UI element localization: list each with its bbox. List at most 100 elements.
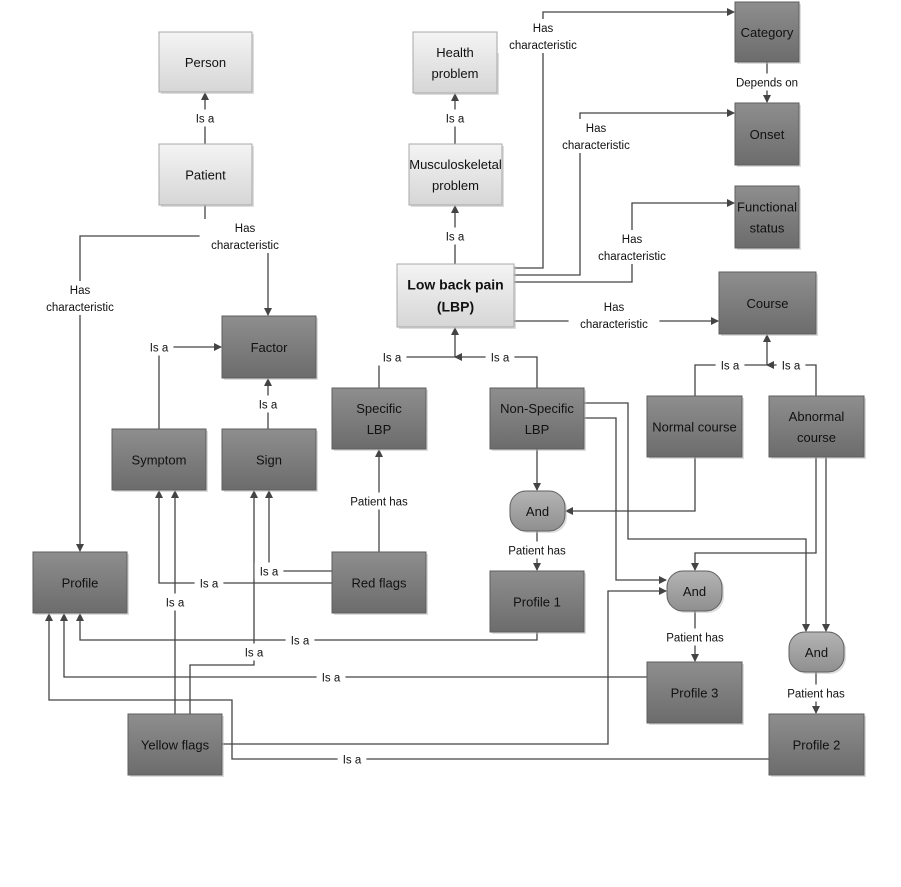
- edge-label-background: [160, 593, 190, 611]
- node-label: Patient: [185, 168, 226, 183]
- node-box: [489, 387, 585, 450]
- edge-symptom-to-factor: [158, 343, 222, 429]
- node-label: Abnormal: [789, 409, 845, 424]
- node-course[interactable]: Course: [718, 271, 818, 336]
- node-category[interactable]: Category: [734, 1, 801, 64]
- node-box: [768, 713, 865, 776]
- edge-label-background: [337, 750, 367, 768]
- node-box: [718, 271, 817, 335]
- edge-label-background: [239, 643, 269, 661]
- edge-label-background: [715, 356, 745, 374]
- edge-yellow-flags-to-and2: [222, 587, 667, 745]
- edge-label-background: [586, 230, 678, 264]
- node-patient[interactable]: Patient: [158, 143, 254, 207]
- node-onset[interactable]: Onset: [734, 102, 801, 167]
- node-box: [127, 713, 223, 776]
- edge-label: Has: [533, 23, 554, 35]
- node-normal-course[interactable]: Normal course: [646, 395, 744, 459]
- edge-red-flags-to-sign: [265, 490, 332, 572]
- node-label: (LBP): [437, 299, 474, 315]
- edge-label: Has: [622, 234, 643, 246]
- edge-red-flags-to-symptom: [155, 490, 332, 584]
- edge-label-background: [658, 628, 732, 646]
- edge-label: characteristic: [46, 302, 114, 314]
- node-person[interactable]: Person: [158, 31, 254, 94]
- node-factor[interactable]: Factor: [221, 315, 318, 380]
- edge-label: characteristic: [211, 240, 279, 252]
- node-lbp[interactable]: Low back pain (LBP): [396, 263, 516, 329]
- node-box: [408, 143, 503, 206]
- node-label: Profile 2: [793, 738, 841, 753]
- edge-label: Is a: [245, 648, 264, 660]
- node-label: Red flags: [352, 576, 407, 591]
- node-label: Profile: [62, 576, 99, 591]
- edge-lbp-to-onset: [514, 109, 735, 276]
- edge-profile2-to-profile: [45, 613, 769, 760]
- node-profile[interactable]: Profile: [32, 551, 129, 615]
- node-profile3[interactable]: Profile 3: [646, 661, 744, 725]
- node-label: Person: [185, 55, 226, 70]
- node-and2[interactable]: And: [666, 570, 724, 613]
- edge-label: Is a: [782, 361, 801, 373]
- edge-patient-to-profile: [76, 235, 205, 552]
- node-profile1[interactable]: Profile 1: [489, 570, 586, 634]
- node-label: course: [797, 430, 836, 445]
- node-box: [734, 102, 800, 166]
- edge-label-background: [568, 298, 660, 332]
- node-label: Onset: [750, 127, 785, 142]
- edge-label: Is a: [721, 361, 740, 373]
- node-red-flags[interactable]: Red flags: [331, 551, 428, 615]
- node-box: [158, 31, 253, 93]
- edge-label-background: [285, 631, 315, 649]
- edge-label: Patient has: [787, 689, 845, 701]
- node-box: [788, 631, 845, 673]
- node-label: problem: [432, 178, 479, 193]
- node-box: [412, 31, 498, 94]
- edge-label-background: [776, 356, 806, 374]
- node-and3[interactable]: And: [788, 631, 846, 674]
- edge-label-background: [377, 348, 407, 366]
- edge-label: characteristic: [598, 251, 666, 263]
- edge-label: Is a: [196, 114, 215, 126]
- node-label: Specific: [356, 401, 402, 416]
- node-box: [158, 143, 253, 206]
- edge-abnormal-course-to-and2: [691, 457, 817, 571]
- edge-label: Is a: [446, 114, 465, 126]
- node-label: Course: [747, 296, 789, 311]
- edge-non-specific-lbp-to-and3: [584, 402, 810, 632]
- edge-label: Has: [604, 302, 625, 314]
- edge-label: Is a: [259, 400, 278, 412]
- edge-label-background: [734, 73, 800, 91]
- edge-label-background: [440, 227, 470, 245]
- edge-label: Patient has: [508, 546, 566, 558]
- edge-label: Has: [70, 285, 91, 297]
- edge-label-background: [500, 541, 574, 559]
- edge-label: Depends on: [736, 78, 798, 90]
- node-label: Profile 1: [513, 595, 561, 610]
- edge-normal-course-to-and1: [565, 457, 696, 515]
- node-yellow-flags[interactable]: Yellow flags: [127, 713, 224, 777]
- node-label: Low back pain: [407, 277, 503, 293]
- edge-label-background: [779, 684, 853, 702]
- node-profile2[interactable]: Profile 2: [768, 713, 866, 777]
- edge-label-background: [485, 348, 515, 366]
- node-box: [768, 395, 865, 458]
- edge-label-background: [440, 109, 470, 127]
- node-and1[interactable]: And: [509, 490, 567, 533]
- node-label: Yellow flags: [141, 738, 210, 753]
- edge-label-background: [199, 219, 291, 253]
- node-symptom[interactable]: Symptom: [111, 428, 208, 492]
- edge-label: Has: [586, 123, 607, 135]
- node-sign[interactable]: Sign: [221, 428, 318, 492]
- node-box: [509, 490, 566, 532]
- node-abnormal-course[interactable]: Abnormal course: [768, 395, 866, 459]
- node-box: [489, 570, 585, 633]
- edge-label: Is a: [260, 567, 279, 579]
- node-label: Health: [436, 45, 474, 60]
- node-label: And: [683, 584, 706, 599]
